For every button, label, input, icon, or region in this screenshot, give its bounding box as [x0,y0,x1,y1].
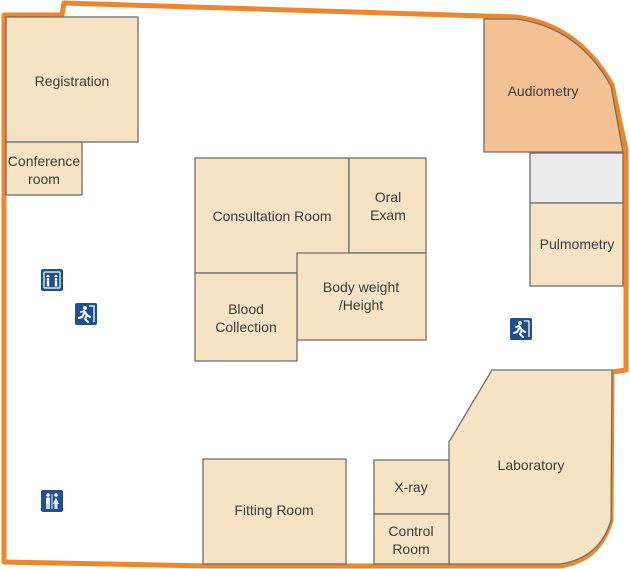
room-blood-collection-label-line1: Blood [228,301,264,317]
elevator-icon [41,269,63,291]
room-consultation-label: Consultation Room [212,208,331,224]
room-pulmometry-label: Pulmometry [540,236,615,252]
room-fitting[interactable]: Fitting Room [202,458,347,565]
room-body-weight-label-line1: Body weight [323,279,399,295]
room-laboratory[interactable]: Laboratory [448,369,613,565]
room-oral-exam[interactable]: Oral Exam [348,157,427,254]
room-conference[interactable]: Conference room [5,141,83,196]
room-registration[interactable]: Registration [5,16,139,143]
room-oral-exam-label-line1: Oral [375,189,401,205]
room-x-ray[interactable]: X-ray [373,459,450,515]
room-registration-label: Registration [35,73,110,89]
room-conference-label-line2: room [28,171,60,187]
room-x-ray-label: X-ray [394,479,427,495]
room-blood-collection-label-line2: Collection [215,319,276,335]
room-conference-label-line1: Conference [8,153,81,169]
room-pulmometry[interactable]: Pulmometry [529,202,624,287]
room-body-weight-height[interactable]: Body weight /Height [296,252,427,341]
room-audiometry-label: Audiometry [508,83,579,99]
room-laboratory-label: Laboratory [498,457,565,473]
restroom-icon [41,490,63,512]
room-control-label-line2: Room [392,541,429,557]
emergency-exit-icon-right [510,318,532,340]
emergency-exit-icon [75,303,97,325]
room-blood-collection[interactable]: Blood Collection [194,272,298,362]
room-control[interactable]: Control Room [373,513,450,565]
room-oral-exam-label-line2: Exam [370,207,406,223]
room-consultation[interactable]: Consultation Room [194,157,350,274]
room-audiometry[interactable]: Audiometry [483,18,624,153]
room-control-label-line1: Control [388,523,433,539]
room-fitting-label: Fitting Room [234,502,313,518]
unlabeled-room [529,152,624,204]
room-body-weight-label-line2: /Height [339,297,383,313]
